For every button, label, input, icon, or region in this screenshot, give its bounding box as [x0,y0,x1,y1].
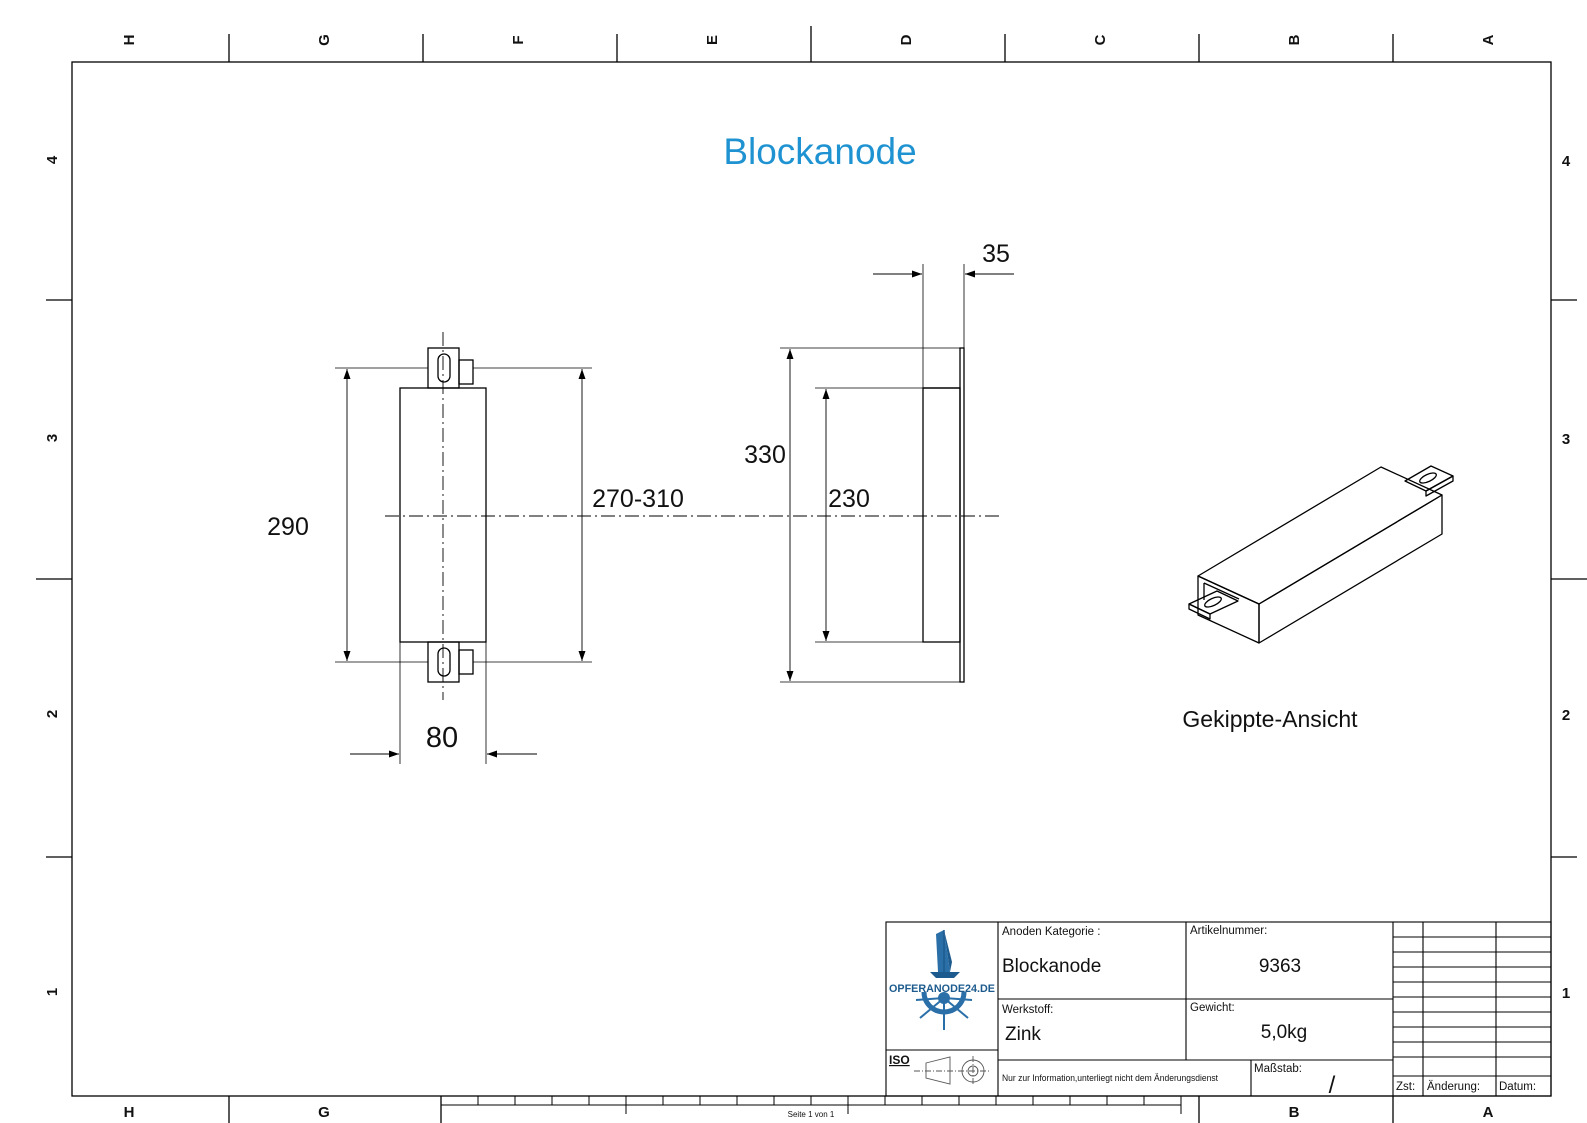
row-labels-left: 4 3 2 1 [44,155,61,996]
column-label: A [1483,1104,1494,1121]
column-label: F [510,35,527,44]
row-label: 3 [1562,431,1570,448]
dimension-230-label: 230 [828,485,870,513]
revision-zst-header: Zst: [1396,1081,1415,1093]
page-indicator: Seite 1 von 1 [788,1110,835,1119]
column-label: H [124,1104,135,1121]
side-plate [959,347,965,683]
logo-text: OPFERANODE24.DE [889,983,995,995]
iso-label: ISO [889,1053,910,1067]
dimension-290-label: 290 [267,513,309,541]
drawing-title: Blockanode [723,131,916,172]
drawing-frame [36,26,1587,1123]
weight-value: 5,0kg [1261,1022,1307,1043]
dimension-35-label: 35 [982,240,1010,268]
iso-tab-right [1404,465,1454,492]
revision-date-header: Datum: [1499,1081,1536,1093]
weight-label: Gewicht: [1190,1002,1235,1014]
material-label: Werkstoff: [1002,1004,1053,1016]
iso-slot-right [1419,472,1437,484]
iso-view-label: Gekippte-Ansicht [1182,706,1358,732]
tab-bracket-bottom [458,649,474,675]
column-labels-bottom: H G B A [124,1104,1494,1121]
column-label: A [1480,34,1497,45]
column-label: G [318,1104,330,1121]
category-label: Anoden Kategorie : [1002,926,1100,938]
info-notice: Nur zur Information,unterliegt nicht dem… [1002,1073,1218,1084]
tab-bracket-top [458,359,474,385]
material-value: Zink [1005,1024,1041,1045]
scale-strip [440,1096,1182,1114]
company-logo: OPFERANODE24.DE [889,930,995,1030]
category-value: Blockanode [1002,956,1101,977]
row-label: 4 [1562,153,1571,170]
slot-bottom [437,647,451,677]
column-label: B [1289,1104,1300,1121]
row-label: 1 [1562,985,1570,1002]
revision-change-header: Änderung: [1427,1081,1480,1093]
scale-label: Maßstab: [1254,1063,1302,1075]
side-view [780,264,1014,683]
column-label: H [121,35,138,46]
row-label: 4 [44,155,61,164]
column-label: G [316,34,333,46]
column-labels-top: H G F E D C B A [121,34,1497,46]
row-labels-right: 4 3 2 1 [1562,153,1571,1002]
row-label: 3 [44,434,61,442]
row-label: 2 [1562,707,1570,724]
iso-slot-left [1204,596,1222,608]
title-block [885,921,1552,1097]
dimension-330-label: 330 [744,441,786,469]
front-view [335,332,1000,764]
scale-value: / [1329,1072,1336,1099]
column-label: C [1092,34,1109,45]
dimension-270-310-label: 270-310 [592,485,684,513]
iso-top-face [1197,466,1443,605]
iso-side-face [1258,494,1443,644]
column-label: B [1286,34,1303,45]
iso-tab-left [1188,590,1239,615]
side-body [922,387,961,643]
column-label: E [704,35,721,45]
isometric-view [1188,465,1454,644]
row-label: 1 [44,988,61,996]
slot-top [437,353,451,383]
iso-projection-symbol [914,1056,990,1086]
column-label: D [898,34,915,45]
article-value: 9363 [1259,956,1301,977]
iso-end-face [1197,575,1260,644]
article-label: Artikelnummer: [1190,925,1267,937]
row-label: 2 [44,710,61,718]
dimension-80-label: 80 [426,722,458,754]
